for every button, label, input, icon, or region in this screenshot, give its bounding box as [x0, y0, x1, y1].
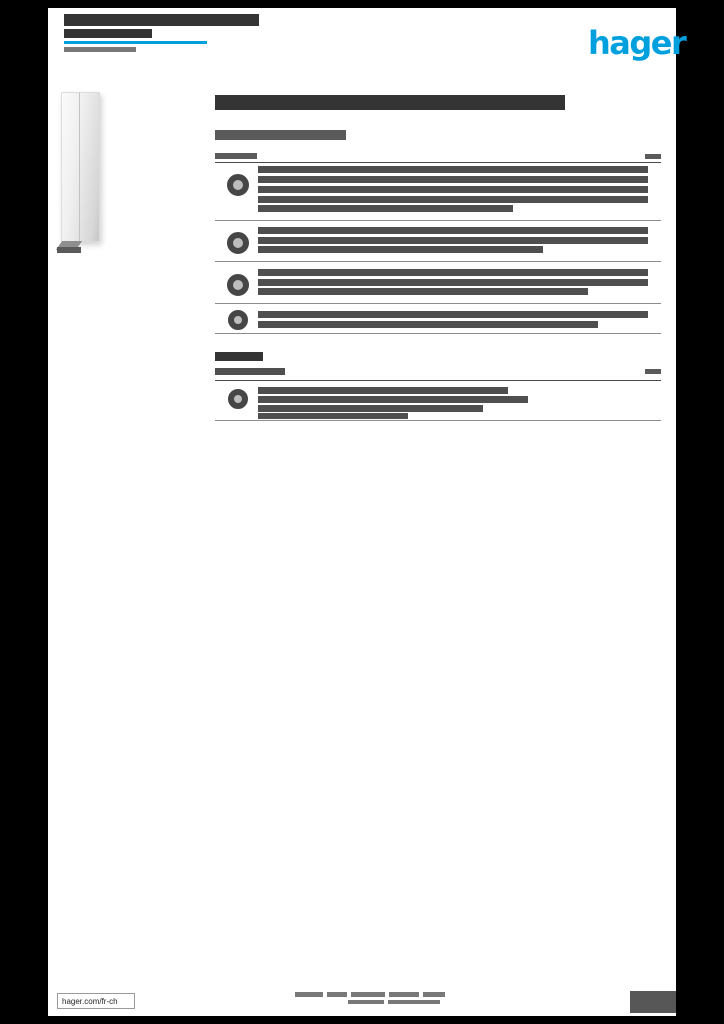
hager-logo: hager — [588, 24, 687, 62]
table2-col-header-left — [215, 368, 285, 375]
row-separator — [215, 220, 661, 221]
article5-text-line — [258, 387, 508, 394]
article3-text-line — [258, 279, 648, 286]
header-accent-rule — [64, 41, 207, 44]
product-title — [215, 95, 565, 110]
footer-address-segment — [423, 992, 445, 997]
table2-header-rule — [215, 380, 661, 381]
row-separator — [215, 420, 661, 421]
article5-text-line — [258, 396, 528, 403]
article-ring-icon — [227, 274, 249, 296]
article5-text-line — [258, 413, 408, 419]
article2-text-line — [258, 227, 648, 234]
document-subtitle — [64, 29, 152, 38]
article1-text-line — [258, 196, 648, 203]
table1-col-header-right — [645, 154, 661, 159]
section-heading-1 — [215, 130, 346, 140]
website-link[interactable]: hager.com/fr-ch — [62, 996, 118, 1006]
section-heading-2 — [215, 352, 263, 361]
datasheet-page: hager — [48, 8, 687, 1016]
footer-address-segment — [295, 992, 323, 997]
article-ring-icon — [227, 174, 249, 196]
article1-text-line — [258, 176, 648, 183]
product-reference-caption — [57, 247, 81, 253]
article1-text-line — [258, 186, 648, 193]
article3-text-line — [258, 269, 648, 276]
table2-col-header-right — [645, 369, 661, 374]
product-photo — [61, 92, 100, 242]
footer-address-segment — [348, 1000, 384, 1004]
website-link-box: hager.com/fr-ch — [57, 993, 135, 1009]
article4-text-line — [258, 311, 648, 318]
article-ring-icon — [228, 389, 248, 409]
header-breadcrumb — [64, 47, 136, 52]
document-category-title — [64, 14, 259, 26]
article1-text-line — [258, 205, 513, 212]
article-ring-icon — [228, 310, 248, 330]
row-separator — [215, 333, 661, 334]
article1-text-line — [258, 166, 648, 173]
article-ring-icon — [227, 232, 249, 254]
footer-address-segment — [389, 992, 419, 997]
footer-address-segment — [388, 1000, 440, 1004]
row-separator — [215, 261, 661, 262]
footer-address-segment — [327, 992, 347, 997]
article2-text-line — [258, 237, 648, 244]
article3-text-line — [258, 288, 588, 295]
row-separator — [215, 303, 661, 304]
article2-text-line — [258, 246, 543, 253]
page-number-box — [630, 991, 676, 1013]
table1-col-header-left — [215, 153, 257, 159]
article4-text-line — [258, 321, 598, 328]
footer-address-segment — [351, 992, 385, 997]
article5-text-line — [258, 405, 483, 412]
table1-header-rule — [215, 162, 661, 163]
